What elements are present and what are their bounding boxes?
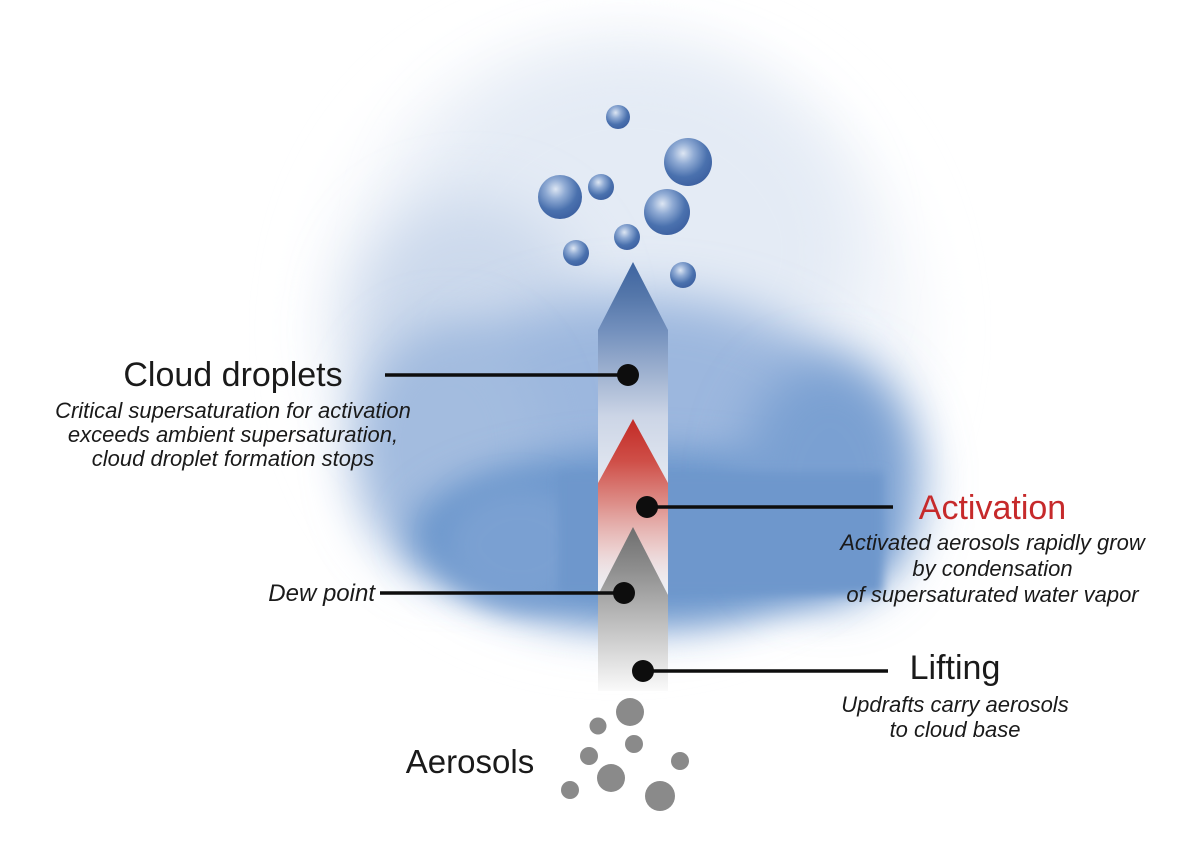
cloud-droplets-label: Cloud droplets Critical supersaturation …: [28, 355, 438, 471]
updraft-arrow: [598, 262, 668, 691]
lifting-title: Lifting: [909, 649, 1001, 687]
aerosol-particle: [580, 747, 598, 765]
cloud-droplet-sphere: [644, 189, 690, 235]
cloud-droplet-sphere: [606, 105, 630, 129]
aerosol-particle: [645, 781, 675, 811]
annotation-pointers: [380, 364, 893, 682]
aerosol-particle: [561, 781, 579, 799]
cloud-droplet-sphere: [614, 224, 640, 250]
aerosol-particle: [589, 717, 607, 735]
activation-desc-line: by condensation: [912, 556, 1073, 581]
lifting-label: Lifting Updrafts carry aerosols to cloud…: [780, 648, 1130, 742]
cloud-droplets-desc-line: Critical supersaturation for activation: [55, 398, 411, 423]
lifting-desc-line: to cloud base: [889, 717, 1021, 742]
activation-title: Activation: [918, 489, 1067, 527]
cloud-droplet-sphere: [538, 175, 582, 219]
activation-desc-line: Activated aerosols rapidly grow: [840, 530, 1145, 555]
activation-pointer-dot: [636, 496, 658, 518]
lifting-description: Updrafts carry aerosols to cloud base: [780, 692, 1130, 742]
aerosol-particle: [671, 752, 689, 770]
lifting-gray-arrowhead: [598, 527, 668, 691]
aerosol-particle: [597, 764, 625, 792]
aerosol-particle: [616, 698, 644, 726]
activation-desc-line: of supersaturated water vapor: [846, 582, 1139, 607]
cloud-droplets-desc-line: cloud droplet formation stops: [91, 446, 375, 471]
cloud-droplets-description: Critical supersaturation for activation …: [28, 399, 438, 471]
activation-label: Activation Activated aerosols rapidly gr…: [805, 488, 1180, 608]
cloud-droplet-sphere: [664, 138, 712, 186]
aerosol-particle: [625, 735, 643, 753]
dew-point-pointer-dot: [613, 582, 635, 604]
cloud-droplets-pointer-dot: [617, 364, 639, 386]
cloud-droplets-desc-line: exceeds ambient supersaturation,: [67, 422, 399, 447]
dew-point-label: Dew point: [268, 580, 375, 607]
cloud-droplet-sphere: [563, 240, 589, 266]
activation-red-arrowhead: [598, 419, 668, 589]
lifting-pointer-dot: [632, 660, 654, 682]
aerosols-label: Aerosols: [405, 743, 535, 780]
cloud-droplet-sphere: [588, 174, 614, 200]
cloud-droplet-spheres: [538, 105, 712, 288]
lifting-desc-line: Updrafts carry aerosols: [841, 692, 1069, 717]
cloud-droplet-sphere: [670, 262, 696, 288]
cloud-blob: [445, 485, 595, 605]
activation-description: Activated aerosols rapidly grow by conde…: [805, 530, 1180, 608]
aerosol-particles: [561, 698, 689, 811]
cloud-droplets-title: Cloud droplets: [123, 356, 343, 394]
